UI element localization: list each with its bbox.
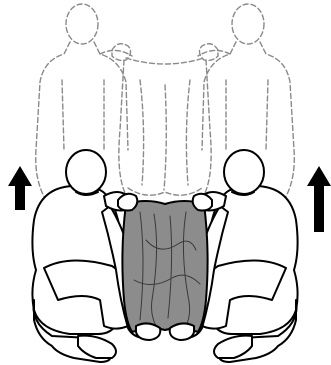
blanket bbox=[118, 194, 212, 340]
right-up-arrow-icon bbox=[307, 166, 331, 232]
left-up-arrow-icon bbox=[8, 166, 32, 210]
blanket-fill bbox=[122, 201, 207, 332]
ghost-raised-blanket bbox=[112, 44, 218, 195]
